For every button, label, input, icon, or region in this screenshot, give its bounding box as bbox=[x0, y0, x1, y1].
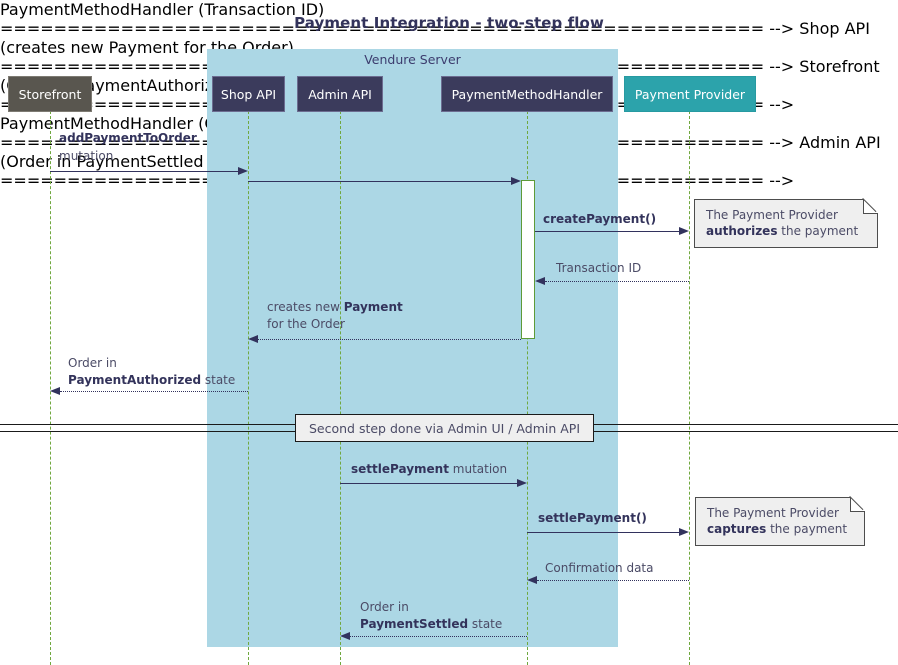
arrow-head-transaction-id bbox=[535, 277, 545, 285]
arrow-head-confirmation-data bbox=[527, 576, 537, 584]
participant-label-shop-api: Shop API bbox=[220, 86, 277, 102]
note-fold-corner-icon bbox=[863, 199, 878, 214]
message-sublabel-creates-new-payment: for the Order bbox=[267, 317, 345, 332]
arrow-head-add-payment-to-order bbox=[238, 167, 248, 175]
arrow-line-add-payment-to-order bbox=[50, 171, 238, 172]
divider-second-step: Second step done via Admin UI / Admin AP… bbox=[295, 414, 594, 442]
message-label-settle-payment-mutation: settlePayment mutation bbox=[351, 462, 507, 477]
note-captures-bold: captures bbox=[707, 522, 767, 536]
arrow-line-create-payment bbox=[535, 231, 679, 232]
message-label-confirmation-data: Confirmation data bbox=[545, 561, 653, 576]
message-sublabel-add-payment-to-order: mutation bbox=[59, 149, 113, 164]
message-sublabel-order-payment-authorized: PaymentAuthorized state bbox=[68, 373, 235, 388]
note-fold-corner-icon-2 bbox=[850, 497, 865, 512]
note-authorizes-bold: authorizes bbox=[706, 224, 778, 238]
arrow-line-order-payment-authorized bbox=[60, 391, 248, 392]
note-authorizes-line2: authorizes the payment bbox=[706, 223, 867, 239]
arrow-head-order-payment-settled bbox=[340, 632, 350, 640]
arrow-line-settle-payment-mutation bbox=[340, 483, 517, 484]
arrow-head-create-payment bbox=[679, 227, 689, 235]
group-label-vendure-server: Vendure Server bbox=[364, 52, 461, 67]
arrow-head-order-payment-authorized bbox=[50, 387, 60, 395]
note-captures-line2: captures the payment bbox=[707, 521, 854, 537]
note-captures-rest: the payment bbox=[766, 522, 848, 536]
note-authorizes-line1: The Payment Provider bbox=[706, 208, 838, 222]
note-authorizes: The Payment Provider authorizes the paym… bbox=[694, 199, 878, 248]
message-text-state-2: state bbox=[468, 617, 503, 631]
arrow-line-settle-payment-call bbox=[527, 532, 679, 533]
message-text-order-in-2: Order in bbox=[360, 600, 409, 614]
lifeline-admin-api bbox=[340, 111, 341, 665]
group-box-vendure-server bbox=[207, 49, 618, 647]
message-bold-payment-settled: PaymentSettled bbox=[360, 617, 469, 631]
message-text-state-1: state bbox=[201, 373, 236, 387]
arrow-line-shop-api-to-handler bbox=[248, 181, 511, 182]
arrow-line-confirmation-data bbox=[537, 580, 689, 581]
lifeline-payment-provider bbox=[689, 111, 690, 665]
arrow-line-creates-new-payment bbox=[258, 339, 521, 340]
arrow-line-transaction-id bbox=[545, 281, 689, 282]
message-label-order-payment-authorized: Order in bbox=[68, 356, 117, 371]
note-captures: The Payment Provider captures the paymen… bbox=[695, 497, 865, 546]
participant-label-admin-api: Admin API bbox=[308, 86, 372, 102]
message-label-create-payment: createPayment() bbox=[543, 212, 656, 227]
message-text-order-in-1: Order in bbox=[68, 356, 117, 370]
arrow-head-settle-payment-mutation bbox=[517, 479, 527, 487]
message-bold-create-payment: createPayment() bbox=[543, 212, 657, 226]
arrow-head-creates-new-payment bbox=[248, 335, 258, 343]
message-bold-add-payment-to-order: addPaymentToOrder bbox=[59, 131, 197, 145]
participant-storefront[interactable]: Storefront bbox=[8, 76, 92, 112]
message-text-mutation: mutation bbox=[59, 149, 114, 163]
message-bold-settle-payment-call: settlePayment() bbox=[538, 511, 647, 525]
diagram-title: Payment Integration - two-step flow bbox=[294, 14, 604, 32]
participant-admin-api[interactable]: Admin API bbox=[297, 76, 383, 112]
participant-payment-provider[interactable]: Payment Provider bbox=[624, 76, 756, 112]
note-captures-line1: The Payment Provider bbox=[707, 506, 839, 520]
message-label-settle-payment-call: settlePayment() bbox=[538, 511, 647, 526]
message-bold-settle-payment: settlePayment bbox=[351, 462, 449, 476]
message-label-order-payment-settled: Order in bbox=[360, 600, 409, 615]
note-authorizes-rest: the payment bbox=[777, 224, 859, 238]
participant-label-payment-method-handler: PaymentMethodHandler bbox=[451, 86, 603, 102]
message-text-for-the-order: for the Order bbox=[267, 317, 345, 331]
message-bold-payment: Payment bbox=[343, 300, 403, 314]
message-text-transaction-id: Transaction ID bbox=[556, 261, 642, 275]
message-text-confirmation-data: Confirmation data bbox=[545, 561, 654, 575]
arrow-line-order-payment-settled bbox=[350, 636, 527, 637]
message-label-transaction-id: Transaction ID bbox=[556, 261, 641, 276]
participant-label-payment-provider: Payment Provider bbox=[634, 86, 746, 102]
message-text-creates-new: creates new bbox=[267, 300, 344, 314]
lifeline-shop-api bbox=[248, 111, 249, 665]
divider-label: Second step done via Admin UI / Admin AP… bbox=[308, 420, 581, 436]
message-bold-payment-authorized: PaymentAuthorized bbox=[68, 373, 202, 387]
message-sublabel-order-payment-settled: PaymentSettled state bbox=[360, 617, 502, 632]
arrow-head-settle-payment-call bbox=[679, 528, 689, 536]
arrow-head-shop-api-to-handler bbox=[511, 177, 521, 185]
message-label-add-payment-to-order: addPaymentToOrder bbox=[59, 131, 197, 146]
lifeline-payment-method-handler bbox=[527, 111, 528, 665]
participant-shop-api[interactable]: Shop API bbox=[212, 76, 285, 112]
message-text-mutation-2: mutation bbox=[448, 462, 508, 476]
participant-payment-method-handler[interactable]: PaymentMethodHandler bbox=[441, 76, 613, 112]
activation-bar-payment-method-handler bbox=[521, 180, 535, 339]
message-label-creates-new-payment: creates new Payment bbox=[267, 300, 403, 315]
participant-label-storefront: Storefront bbox=[18, 86, 82, 102]
